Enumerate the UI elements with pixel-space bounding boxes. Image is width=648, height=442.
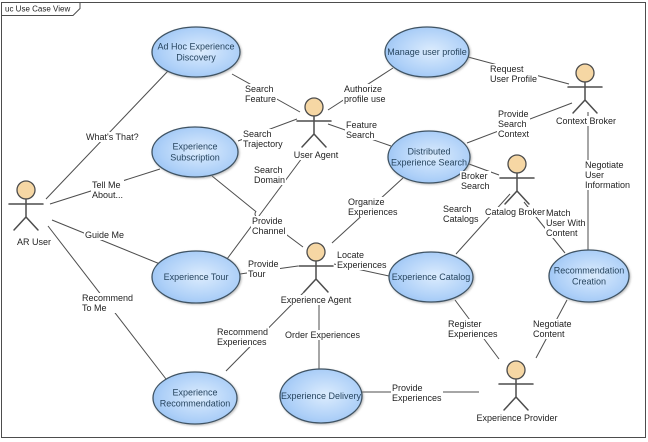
actor-head-experience-agent xyxy=(306,242,326,262)
connector-search-catalogs[interactable] xyxy=(455,193,511,255)
usecase-ad-hoc-experience-discovery[interactable] xyxy=(151,26,241,78)
actor-catalog-broker[interactable] xyxy=(499,154,535,205)
connector-label-authorize-profile-use: Authorize profile use xyxy=(343,84,387,104)
actor-label-user-agent: User Agent xyxy=(293,150,339,160)
actor-experience-agent[interactable] xyxy=(298,242,334,293)
connector-label-organize-experiences: Organize Experiences xyxy=(347,197,399,217)
connector-label-request-user-profile: Request User Profile xyxy=(489,64,539,84)
usecase-experience-catalog[interactable] xyxy=(388,251,474,303)
connector-label-guide-me: Guide Me xyxy=(84,230,126,240)
connector-provide-channel[interactable] xyxy=(211,175,304,248)
usecase-experience-tour[interactable] xyxy=(151,250,241,304)
connector-label-feature-search: Feature Search xyxy=(345,120,379,140)
connector-label-locate-experiences: Locate Experiences xyxy=(336,250,388,270)
actor-label-context-broker: Context Broker xyxy=(555,116,617,126)
usecase-distributed-experience-search[interactable] xyxy=(387,130,471,184)
connector-label-negotiate-user-information: Negotiate User Information xyxy=(584,160,632,190)
connector-label-search-catalogs: Search Catalogs xyxy=(442,204,480,224)
actor-head-catalog-broker xyxy=(507,154,527,174)
connector-label-tell-me-about: Tell Me About... xyxy=(91,180,125,200)
connector-search-domain[interactable] xyxy=(226,149,309,260)
usecase-experience-delivery[interactable] xyxy=(279,368,363,424)
connector-label-recommend-experiences: Recommend Experiences xyxy=(216,327,270,347)
frame-title-tab xyxy=(1,2,81,16)
connector-label-provide-search-context: Provide Search Context xyxy=(497,109,531,139)
connector-label-recommend-to-me: Recommend To Me xyxy=(81,293,135,313)
connector-label-order-experiences: Order Experiences xyxy=(284,330,362,340)
actor-user-agent[interactable] xyxy=(296,97,332,148)
connector-label-search-feature: Search Feature xyxy=(244,84,278,104)
actor-experience-provider[interactable] xyxy=(498,360,534,411)
actor-body-catalog-broker xyxy=(499,172,535,205)
actor-ar-user[interactable] xyxy=(8,180,44,231)
actor-body-context-broker xyxy=(567,81,603,114)
usecase-experience-recommendation[interactable] xyxy=(152,371,238,425)
connector-label-provide-experiences: Provide Experiences xyxy=(391,383,443,403)
actor-head-ar-user xyxy=(16,180,36,200)
actor-body-experience-provider xyxy=(498,378,534,411)
actor-body-experience-agent xyxy=(298,260,334,293)
actor-label-experience-provider: Experience Provider xyxy=(476,413,558,423)
connector-label-register-experiences: Register Experiences xyxy=(447,319,499,339)
actor-head-user-agent xyxy=(304,97,324,117)
connector-label-match-user-with-content: Match User With Content xyxy=(545,208,587,238)
connector-label-provide-tour: Provide Tour xyxy=(247,259,280,279)
connector-label-provide-channel: Provide Channel xyxy=(251,216,287,236)
connector-label-broker-search: Broker Search xyxy=(460,171,491,191)
usecase-manage-user-profile[interactable] xyxy=(384,26,470,78)
connector-guide-me[interactable] xyxy=(51,219,161,265)
actor-body-ar-user xyxy=(8,198,44,231)
connector-label-negotiate-content: Negotiate Content xyxy=(532,319,573,339)
connector-label-search-domain: Search Domain xyxy=(253,165,287,185)
usecase-recommendation-creation[interactable] xyxy=(548,249,630,303)
actor-head-context-broker xyxy=(575,63,595,83)
actor-context-broker[interactable] xyxy=(567,63,603,114)
actor-head-experience-provider xyxy=(506,360,526,380)
connector-label-whats-that: What's That? xyxy=(85,132,140,142)
actor-label-experience-agent: Experience Agent xyxy=(280,295,352,305)
connector-broker-search[interactable] xyxy=(468,163,500,176)
connector-label-search-trajectory: Search Trajectory xyxy=(242,129,284,149)
actor-label-ar-user: AR User xyxy=(16,237,52,247)
frame-title-text: uc Use Case View xyxy=(5,5,70,14)
usecase-experience-subscription[interactable] xyxy=(151,126,239,178)
actor-label-catalog-broker: Catalog Broker xyxy=(484,207,546,217)
actor-body-user-agent xyxy=(296,115,332,148)
